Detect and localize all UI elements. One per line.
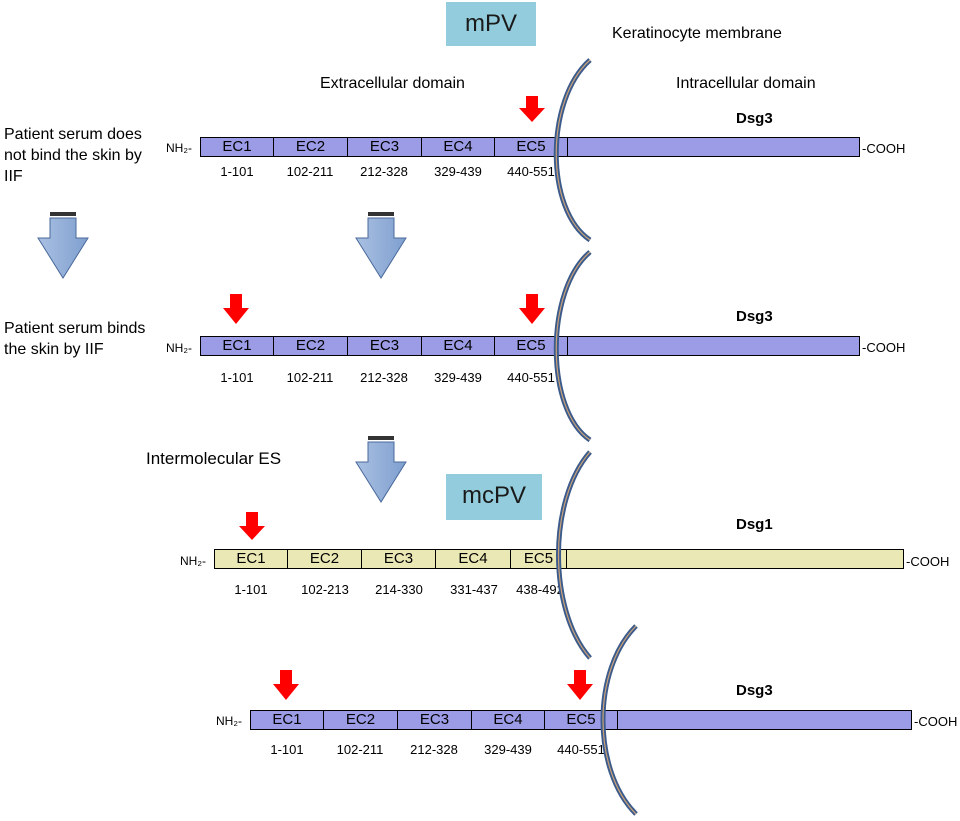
range-ec3: 214-330 bbox=[375, 582, 423, 597]
range-ec5: 440-551 bbox=[507, 164, 555, 179]
range-ec5: 440-551 bbox=[557, 742, 605, 757]
range-ec3: 212-328 bbox=[360, 370, 408, 385]
domain-ec1: EC1 bbox=[215, 550, 288, 568]
extracellular-label: Extracellular domain bbox=[320, 75, 465, 92]
domain-ec5: EC5 bbox=[545, 711, 618, 729]
red-arrow-row4-ec1 bbox=[273, 670, 299, 700]
red-arrows bbox=[223, 96, 593, 700]
domain-ec2: EC2 bbox=[274, 337, 348, 355]
domain-ec3: EC3 bbox=[362, 550, 436, 568]
nh2-terminus: NH₂- bbox=[216, 714, 242, 728]
domain-ec3: EC3 bbox=[348, 337, 422, 355]
domain-ec1: EC1 bbox=[201, 337, 274, 355]
range-ec1: 1-101 bbox=[270, 742, 304, 757]
domain-ec5: EC5 bbox=[495, 337, 568, 355]
range-ec1: 1-101 bbox=[234, 582, 268, 597]
domain-ec4: EC4 bbox=[472, 711, 545, 729]
range-ec4: 329-439 bbox=[434, 370, 482, 385]
nh2-terminus: NH₂- bbox=[180, 554, 206, 568]
protein-name: Dsg3 bbox=[736, 110, 773, 127]
red-arrow-row1-ec5 bbox=[519, 96, 545, 122]
membrane-lower bbox=[600, 624, 638, 816]
domain-ec1: EC1 bbox=[201, 138, 274, 156]
protein-bar: EC1 EC2 EC3 EC4 EC5 bbox=[200, 137, 860, 157]
protein-name: Dsg1 bbox=[736, 516, 773, 533]
protein-name: Dsg3 bbox=[736, 308, 773, 325]
serum-no-bind-text: Patient serum does not bind the skin by … bbox=[4, 126, 142, 185]
protein-bar: EC1 EC2 EC3 EC4 EC5 bbox=[250, 710, 912, 730]
red-arrow-row3-ec1 bbox=[239, 512, 265, 540]
domain-ec3: EC3 bbox=[398, 711, 472, 729]
range-ec3: 212-328 bbox=[410, 742, 458, 757]
range-ec5: 438-492 bbox=[516, 582, 564, 597]
red-arrow-row2-ec5 bbox=[519, 294, 545, 324]
cooh-terminus: -COOH bbox=[914, 714, 958, 729]
cooh-terminus: -COOH bbox=[862, 340, 906, 355]
domain-ec4: EC4 bbox=[436, 550, 511, 568]
range-ec2: 102-213 bbox=[301, 582, 349, 597]
domain-ec2: EC2 bbox=[274, 138, 348, 156]
range-ec4: 329-439 bbox=[434, 164, 482, 179]
range-ec1: 1-101 bbox=[220, 370, 254, 385]
membrane-upper bbox=[553, 58, 592, 660]
down-arrow-middle bbox=[355, 212, 407, 279]
domain-ec2: EC2 bbox=[288, 550, 362, 568]
cooh-terminus: -COOH bbox=[906, 554, 950, 569]
range-ec4: 331-437 bbox=[450, 582, 498, 597]
intermolecular-es-label: Intermolecular ES bbox=[146, 449, 282, 468]
down-arrow-intermolecular bbox=[355, 436, 407, 503]
intracellular-label: Intracellular domain bbox=[676, 75, 816, 92]
range-ec4: 329-439 bbox=[484, 742, 532, 757]
domain-ec2: EC2 bbox=[324, 711, 398, 729]
domain-ec4: EC4 bbox=[422, 138, 495, 156]
range-ec2: 102-211 bbox=[336, 742, 384, 757]
protein-bar: EC1 EC2 EC3 EC4 EC5 bbox=[200, 336, 860, 356]
serum-binds-text: Patient serum binds the skin by IIF bbox=[4, 320, 146, 358]
range-ec2: 102-211 bbox=[286, 370, 334, 385]
range-ec5: 440-551 bbox=[507, 370, 555, 385]
down-arrow-left bbox=[37, 212, 89, 279]
membrane-label: Keratinocyte membrane bbox=[612, 25, 782, 42]
nh2-terminus: NH₂- bbox=[166, 341, 192, 355]
range-ec3: 212-328 bbox=[360, 164, 408, 179]
domain-ec5: EC5 bbox=[495, 138, 568, 156]
red-arrow-row2-ec1 bbox=[223, 294, 249, 324]
domain-ec1: EC1 bbox=[251, 711, 324, 729]
protein-name: Dsg3 bbox=[736, 682, 773, 699]
cooh-terminus: -COOH bbox=[862, 141, 906, 156]
mpv-label: mPV bbox=[446, 2, 536, 46]
red-arrow-row4-ec5 bbox=[567, 670, 593, 700]
nh2-terminus: NH₂- bbox=[166, 141, 192, 155]
domain-ec4: EC4 bbox=[422, 337, 495, 355]
domain-ec3: EC3 bbox=[348, 138, 422, 156]
mcpv-label: mcPV bbox=[446, 474, 542, 520]
domain-ec5: EC5 bbox=[511, 550, 567, 568]
range-ec1: 1-101 bbox=[220, 164, 254, 179]
range-ec2: 102-211 bbox=[286, 164, 334, 179]
